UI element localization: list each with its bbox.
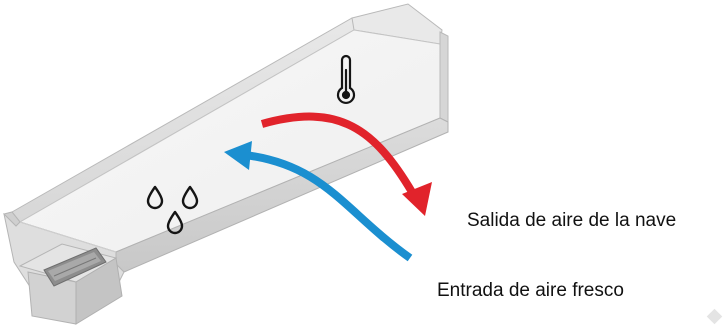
drop-bottom xyxy=(166,210,184,235)
right-end-wall xyxy=(439,31,449,123)
annex-side xyxy=(75,257,123,325)
fresh-air-inlet-label: Entrada de aire fresco xyxy=(437,280,624,301)
building xyxy=(3,3,449,325)
drop-right xyxy=(181,185,199,210)
water-drops-icon xyxy=(146,185,199,235)
air-outlet-label: Salida de aire de la nave xyxy=(467,210,677,231)
hot-air-arrow xyxy=(260,112,432,216)
thermometer-icon xyxy=(336,54,356,105)
annex-vent xyxy=(43,247,107,287)
fresh-air-arrow xyxy=(224,141,413,262)
drop-left xyxy=(146,185,164,210)
